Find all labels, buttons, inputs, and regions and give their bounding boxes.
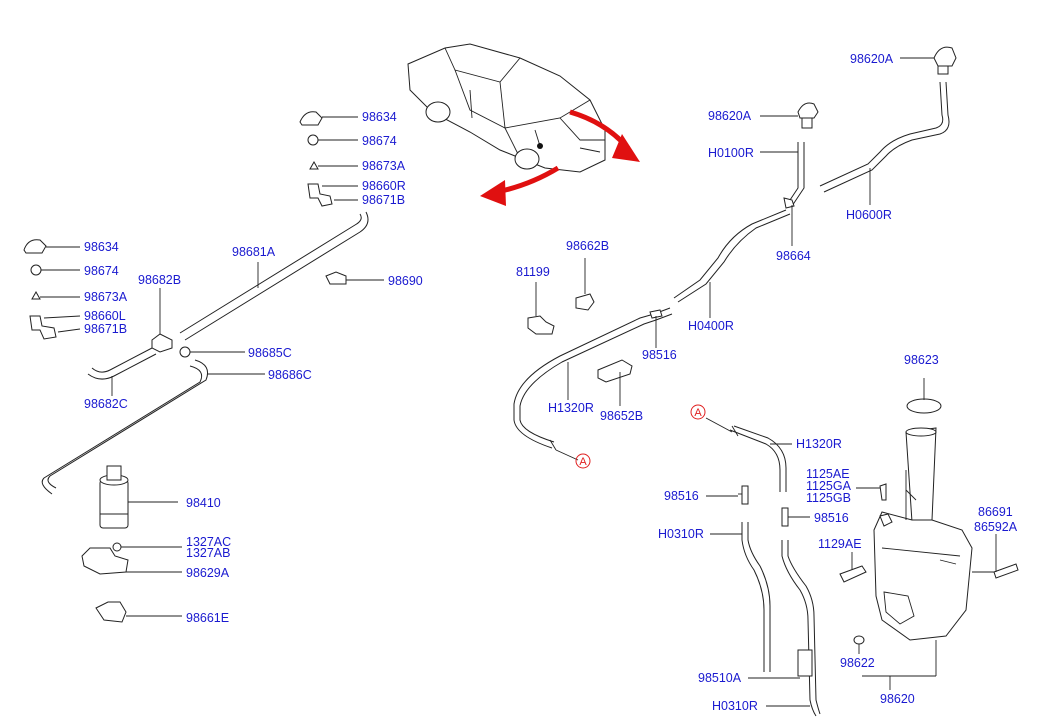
ref-a-lower-text: A [579, 456, 587, 468]
label-98660R[interactable]: 98660R [362, 179, 406, 193]
label-H1320R-b[interactable]: H1320R [796, 437, 842, 451]
label-98623[interactable]: 98623 [904, 353, 939, 367]
label-H0100R[interactable]: H0100R [708, 146, 754, 160]
label-98682B[interactable]: 98682B [138, 273, 181, 287]
label-98620A-a[interactable]: 98620A [850, 52, 894, 66]
lower-right-hoses [705, 417, 821, 717]
label-98516-c[interactable]: 98516 [814, 511, 849, 525]
label-98682C[interactable]: 98682C [84, 397, 128, 411]
label-98516-a[interactable]: 98516 [642, 348, 677, 362]
nozzle-parts-left [23, 239, 81, 340]
vehicle-illustration [407, 43, 606, 173]
pump-assembly [81, 465, 182, 623]
label-98622[interactable]: 98622 [840, 656, 875, 670]
label-98652B[interactable]: 98652B [600, 409, 643, 423]
part-labels: 98634 98674 98673A 98660R 98671B 98634 9… [84, 52, 1018, 713]
label-98662B[interactable]: 98662B [566, 239, 609, 253]
middle-parts [513, 258, 673, 461]
label-98634-b[interactable]: 98634 [84, 240, 119, 254]
nozzle-parts-right [299, 111, 358, 207]
washer-reservoir [839, 378, 1019, 690]
label-98660L[interactable]: 98660L [84, 309, 126, 323]
label-1125GB[interactable]: 1125GB [806, 491, 851, 505]
label-86592A[interactable]: 86592A [974, 520, 1018, 534]
label-98674-b[interactable]: 98674 [84, 264, 119, 278]
label-98671B-a[interactable]: 98671B [362, 193, 405, 207]
direction-arrows [480, 109, 640, 206]
label-98620A-b[interactable]: 98620A [708, 109, 752, 123]
label-98620[interactable]: 98620 [880, 692, 915, 706]
label-98410[interactable]: 98410 [186, 496, 221, 510]
label-98664[interactable]: 98664 [776, 249, 811, 263]
left-hose-assembly [41, 211, 384, 495]
label-98690[interactable]: 98690 [388, 274, 423, 288]
label-H0400R[interactable]: H0400R [688, 319, 734, 333]
label-H0600R[interactable]: H0600R [846, 208, 892, 222]
label-1129AE[interactable]: 1129AE [818, 537, 862, 551]
label-98686C[interactable]: 98686C [268, 368, 312, 382]
label-81199[interactable]: 81199 [516, 265, 550, 279]
label-98661E[interactable]: 98661E [186, 611, 229, 625]
label-1327AB[interactable]: 1327AB [186, 546, 230, 560]
label-98516-b[interactable]: 98516 [664, 489, 699, 503]
label-1327AC[interactable]: 1327AC [186, 535, 231, 549]
label-98634-a[interactable]: 98634 [362, 110, 397, 124]
label-98673A-b[interactable]: 98673A [84, 290, 128, 304]
label-H1320R-a[interactable]: H1320R [548, 401, 594, 415]
label-1125GA[interactable]: 1125GA [806, 479, 852, 493]
label-98629A[interactable]: 98629A [186, 566, 230, 580]
label-98681A[interactable]: 98681A [232, 245, 276, 259]
label-98671B-b[interactable]: 98671B [84, 322, 127, 336]
ref-marker-a-upper: A [690, 404, 706, 420]
label-98673A-a[interactable]: 98673A [362, 159, 406, 173]
label-86691[interactable]: 86691 [978, 505, 1013, 519]
ref-marker-a-lower: A [575, 453, 591, 469]
ref-a-upper-text: A [694, 407, 702, 419]
label-1125AE[interactable]: 1125AE [806, 467, 850, 481]
right-upper-hoses [673, 46, 957, 318]
label-98510A[interactable]: 98510A [698, 671, 742, 685]
label-H0310R-a[interactable]: H0310R [658, 527, 704, 541]
label-98685C[interactable]: 98685C [248, 346, 292, 360]
label-98674-a[interactable]: 98674 [362, 134, 397, 148]
label-H0310R-b[interactable]: H0310R [712, 699, 758, 713]
